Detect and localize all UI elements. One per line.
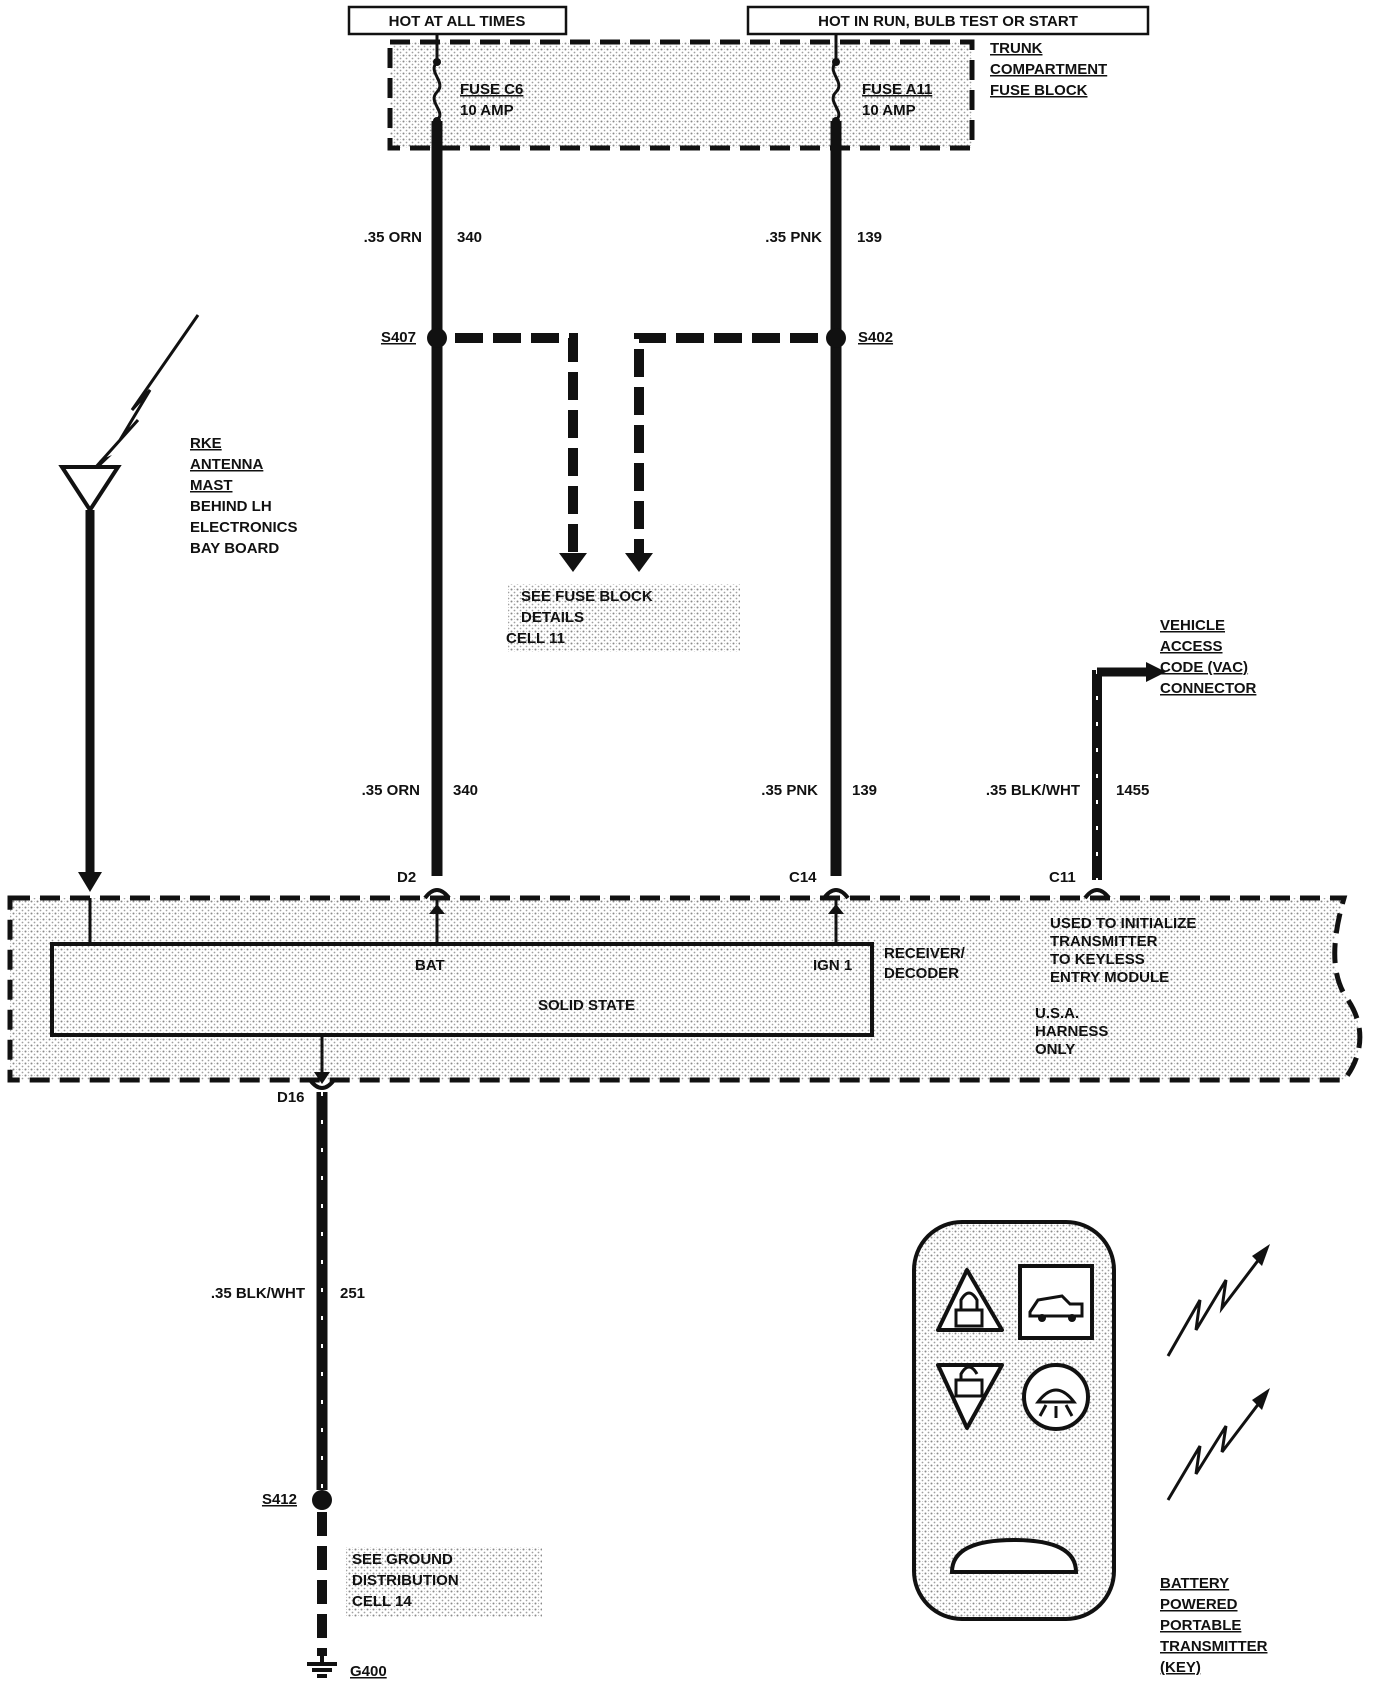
pin-c14-label: C14 [789,869,817,886]
splice-s402-label: S402 [858,329,893,346]
ground-g400-label: G400 [350,1663,387,1680]
splice-s402 [826,328,846,348]
splice-s412 [312,1490,332,1510]
wire-340-upper-circuit: 340 [457,229,482,246]
vac-wire [1092,662,1166,880]
unlock-icon [936,1363,1004,1430]
splice-s407-label: S407 [381,329,416,346]
fuse-c6-rating: 10 AMP [460,102,514,119]
lock-icon [936,1268,1004,1332]
wire-1455-gauge: .35 BLK/WHT [986,782,1080,799]
solid-state-label: SOLID STATE [538,997,635,1014]
harness-note-2: HARNESS [1035,1023,1108,1040]
vac-label-3: CODE (VAC) [1160,659,1248,676]
transmitter-label-1: BATTERY [1160,1575,1229,1592]
interior-light-icon [1022,1363,1090,1431]
vac-note-3: TO KEYLESS [1050,951,1145,968]
transmitter-label-2: POWERED [1160,1596,1238,1613]
fuse-block-label-3: FUSE BLOCK [990,82,1088,99]
wire-139-upper-gauge: .35 PNK [765,229,822,246]
pin-d16 [308,1035,336,1090]
hot-at-all-times-box: HOT AT ALL TIMES [347,5,568,36]
fuse-a11-rating: 10 AMP [862,102,916,119]
pin-c11-label: C11 [1049,869,1076,886]
hot-in-run-box: HOT IN RUN, BULB TEST OR START [746,5,1150,36]
pin-d2 [423,888,451,944]
vac-label-2: ACCESS [1160,638,1223,655]
fuse-details-ref-1: SEE FUSE BLOCK [521,588,653,605]
receiver-decoder-label-2: DECODER [884,965,959,982]
hot-in-run-label: HOT IN RUN, BULB TEST OR START [818,13,1078,30]
antenna-icon [58,465,122,892]
antenna-label-3: MAST [190,477,233,494]
pin-c11 [1083,888,1111,900]
key-fob-icon [912,1220,1116,1621]
vac-note-4: ENTRY MODULE [1050,969,1169,986]
wire-340-lower-circuit: 340 [453,782,478,799]
s407-branch [455,333,578,555]
vac-label-4: CONNECTOR [1160,680,1257,697]
wire-340-upper-gauge: .35 ORN [364,229,422,246]
wire-251-gauge: .35 BLK/WHT [211,1285,305,1302]
signal-bolt-icon-2 [1166,1388,1270,1501]
fuse-c6-name: FUSE C6 [460,81,523,98]
fuse-block-enclosure [387,39,975,151]
antenna-label-5: ELECTRONICS [190,519,298,536]
wire-340-lower-gauge: .35 ORN [362,782,420,799]
splice-s412-label: S412 [262,1491,297,1508]
ground-ref-3: CELL 14 [352,1593,412,1610]
wire-1455-circuit: 1455 [1116,782,1149,799]
vac-note-1: USED TO INITIALIZE [1050,915,1196,932]
harness-note-1: U.S.A. [1035,1005,1079,1022]
transmitter-label-3: PORTABLE [1160,1617,1241,1634]
hot-at-all-times-label: HOT AT ALL TIMES [389,13,526,30]
fuse-a11: FUSE A11 10 AMP [831,42,932,125]
wire-139-upper-circuit: 139 [857,229,882,246]
fuse-details-ref-3: CELL 11 [506,630,565,647]
s402-branch [634,333,818,555]
fuse-a11-name: FUSE A11 [862,81,932,98]
pin-c14 [822,888,850,944]
pin-d16-label: D16 [277,1089,305,1106]
wire-139-lower-circuit: 139 [852,782,877,799]
trunk-release-icon [1018,1264,1094,1340]
pin-d2-label: D2 [397,869,416,886]
vac-label-1: VEHICLE [1160,617,1225,634]
bat-label: BAT [415,957,445,974]
ground-ref-2: DISTRIBUTION [352,1572,459,1589]
antenna-label-1: RKE [190,435,222,452]
transmitter-label-4: TRANSMITTER [1160,1638,1268,1655]
ign1-label: IGN 1 [813,957,852,974]
signal-bolt-icon [1166,1244,1270,1357]
ground-ref-1: SEE GROUND [352,1551,453,1568]
wire-139-lower-gauge: .35 PNK [761,782,818,799]
fuse-c6: FUSE C6 10 AMP [432,42,523,125]
lightning-bolt-icon [90,314,200,476]
antenna-label-6: BAY BOARD [190,540,279,557]
transmitter-label-5: (KEY) [1160,1659,1201,1676]
antenna-label-4: BEHIND LH [190,498,272,515]
wire-251-circuit: 251 [340,1285,365,1302]
harness-note-3: ONLY [1035,1041,1075,1058]
vac-note-2: TRANSMITTER [1050,933,1158,950]
fuse-block-label-2: COMPARTMENT [990,61,1107,78]
solid-state-box [50,942,874,1037]
fuse-details-ref-2: DETAILS [521,609,584,626]
fuse-block-label-1: TRUNK [990,40,1043,57]
receiver-decoder-label-1: RECEIVER/ [884,945,966,962]
antenna-label-2: ANTENNA [190,456,263,473]
ground-symbol-icon [307,1656,337,1678]
splice-s407 [427,328,447,348]
